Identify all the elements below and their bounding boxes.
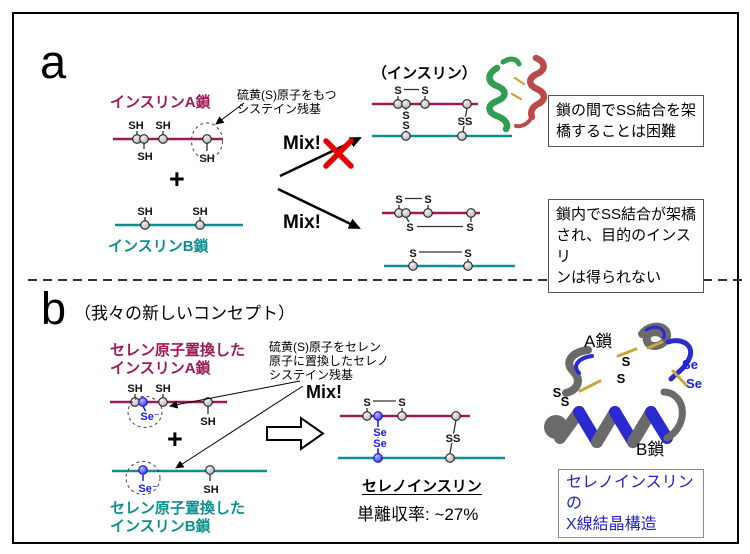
se-minus-label: Se⁻ [138,483,157,495]
note-intrachain: 鎖内でSS結合が架橋 され、目的のインスリ ンは得られない [548,199,704,293]
panel-b-subtitle: （我々の新しいコンセプト） [74,304,295,323]
a-chain-ribbon-label: A鎖 [584,332,613,351]
se-label: Se [373,427,386,439]
sh-label: SH [137,206,152,218]
ss-label: SS [458,116,473,128]
note-interchain: 鎖の間でSS結合を架 橋することは困難 [548,95,704,147]
panel-b-label: b [41,283,67,334]
callout-arrow [215,102,245,125]
se-label: Se [682,357,698,372]
selenium-atom [138,397,148,407]
plus-sign: + [169,164,185,194]
selenocysteine-highlight-circle [127,396,163,428]
se-minus-label: Se⁻ [140,411,159,423]
ss-label: SS [446,433,461,445]
mix-label-top: Mix! [283,133,321,154]
s-label: S [424,194,431,206]
seleno-a-chain-diagram: SH SH SH Se⁻ [110,383,227,428]
s-label: S [466,222,473,234]
insulin-product-title: （インスリン） [372,65,477,82]
s-label: S [394,85,401,97]
mix-arrow-bottom [277,187,361,230]
sulfur-atom [158,134,168,144]
cysteine-highlight-circle [191,122,223,160]
xray-caption-box: セレノインスリンの X線結晶構造 [558,469,704,538]
insulin-a-chain-diagram: SH SH SH SH [113,102,245,165]
s-label: S [622,354,631,369]
s-label: S [363,397,370,409]
s-label: S [464,248,471,260]
insulin-b-chain-title: インスリンB鎖 [108,238,209,255]
s-label: S [409,248,416,260]
s-label: S [395,194,402,206]
mix-label-b: Mix! [306,382,342,402]
insulin-product-diagram: S S S S SS [372,85,512,141]
sh-label: SH [128,120,143,132]
selenium-atom [373,453,383,463]
red-cross-icon [323,138,354,169]
mix-arrows [277,136,362,230]
s-label: S [421,85,428,97]
panel-a-label: a [40,35,67,88]
insulin-ribbon-image [486,54,548,133]
selenocysteine-callout: 硫黄(S)原子をセレン 原子に置換したセレノ システイン残基 [269,340,390,382]
seleno-a-chain-title: セレン原子置換した インスリンA鎖 [110,342,246,377]
selenoinsulin-ribbon-image: S S Se Se S S [544,322,702,448]
selenium-atom [373,411,383,421]
selenium-atom [138,465,148,475]
mix-label-bottom: Mix! [283,212,321,233]
sulfur-atom [195,220,205,230]
seleno-b-chain-title: セレン原子置換した インスリンB鎖 [110,500,246,535]
intrachain-product-diagram: S S S S S S [382,194,515,271]
selenoinsulin-title: セレノインスリン [362,478,482,495]
sulfur-atom [202,134,212,144]
mix-block-arrow [266,416,325,451]
selenocysteine-highlight-circle [125,461,161,495]
sh-label: SH [127,383,142,395]
sh-label: SH [192,206,207,218]
insulin-a-chain-title: インスリンA鎖 [110,94,211,111]
insulin-b-chain-diagram: SH SH [115,206,243,230]
selenoinsulin-product-diagram: S S Se Se SS [338,397,505,463]
s-label: S [561,394,570,409]
b-chain-ribbon-label: B鎖 [636,440,665,459]
se-label: Se [373,438,386,450]
sh-label: SH [137,151,152,163]
cysteine-callout: 硫黄(S)原子をもつ システイン残基 [237,88,337,116]
plus-sign: + [167,424,183,454]
sh-label: SH [155,383,170,395]
s-label: S [553,385,562,400]
sulfur-atom [140,220,150,230]
sulfur-atom [139,134,149,144]
sh-label: SH [155,120,170,132]
figure-border [12,12,739,544]
selenocysteine-callout-arrows [169,380,304,469]
seleno-b-chain-diagram: Se⁻ SH [112,461,267,497]
yield-value: 単離収率: ~27% [357,505,479,524]
se-label: Se [686,376,702,391]
s-label: S [617,371,626,386]
s-label: S [406,222,413,234]
sh-label: SH [203,484,218,496]
s-label: S [398,397,405,409]
sh-label: SH [200,416,215,428]
s-label: S [402,120,409,132]
s-label: S [402,110,409,122]
